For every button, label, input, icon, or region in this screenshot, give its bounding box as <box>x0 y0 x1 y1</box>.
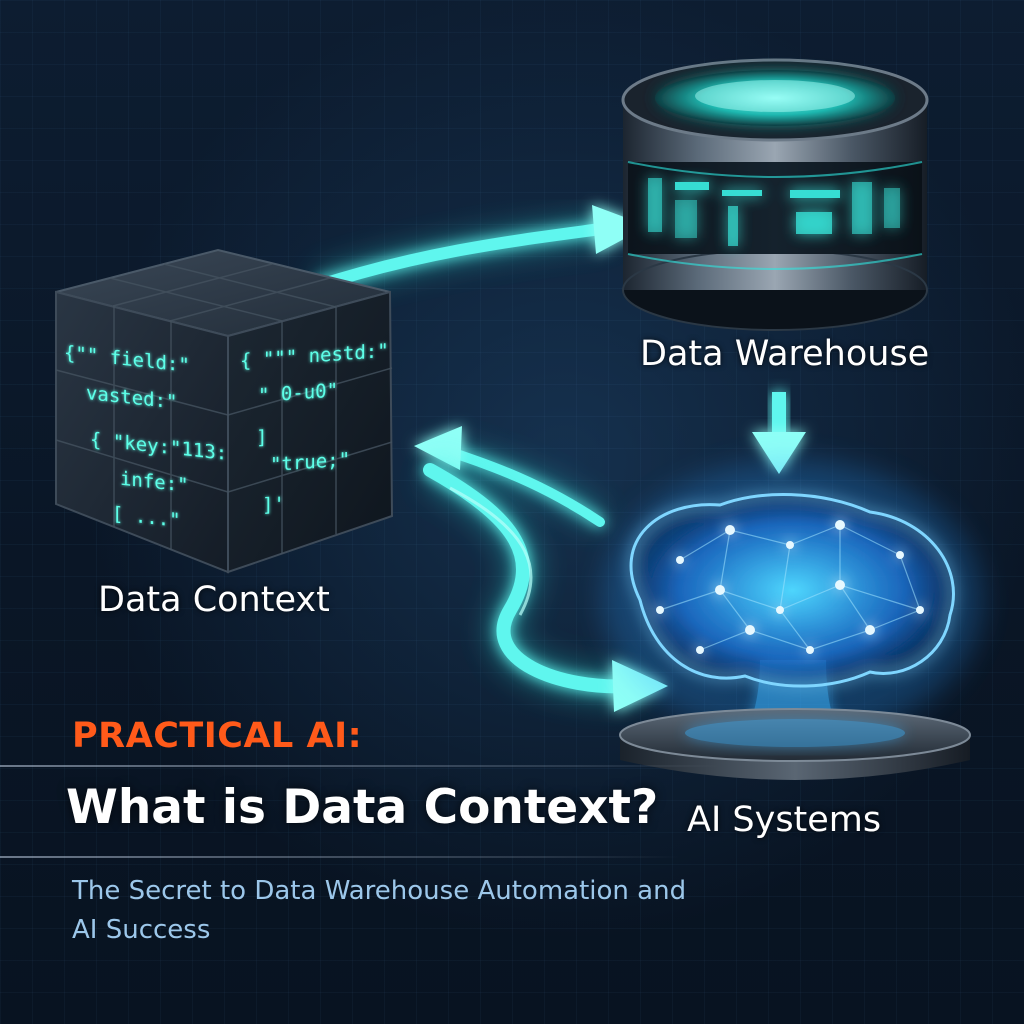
data-context-cube: {"" field:"vasted:"{ "key:"113:infe:"[ .… <box>55 248 394 574</box>
cube-right-code-line: ]' <box>262 493 285 517</box>
ai-brain-icon <box>602 460 982 740</box>
ai-pedestal <box>619 708 971 780</box>
data-context-label: Data Context <box>98 580 330 620</box>
kicker-text: PRACTICAL AI: <box>72 716 363 756</box>
data-warehouse-icon <box>621 58 929 331</box>
arrow-context-to-warehouse <box>314 205 648 298</box>
arrow-ai-to-context <box>414 426 607 530</box>
arrow-context-to-ai <box>421 455 668 712</box>
headline: What is Data Context? <box>66 780 659 835</box>
divider-top <box>0 765 720 767</box>
data-warehouse-label: Data Warehouse <box>640 334 930 374</box>
cube-right-code-line: ] <box>256 426 267 449</box>
arrow-warehouse-to-ai <box>752 392 806 474</box>
subtitle: The Secret to Data Warehouse Automation … <box>72 876 687 945</box>
divider-bottom <box>0 856 680 858</box>
ai-systems-label: AI Systems <box>687 800 882 840</box>
